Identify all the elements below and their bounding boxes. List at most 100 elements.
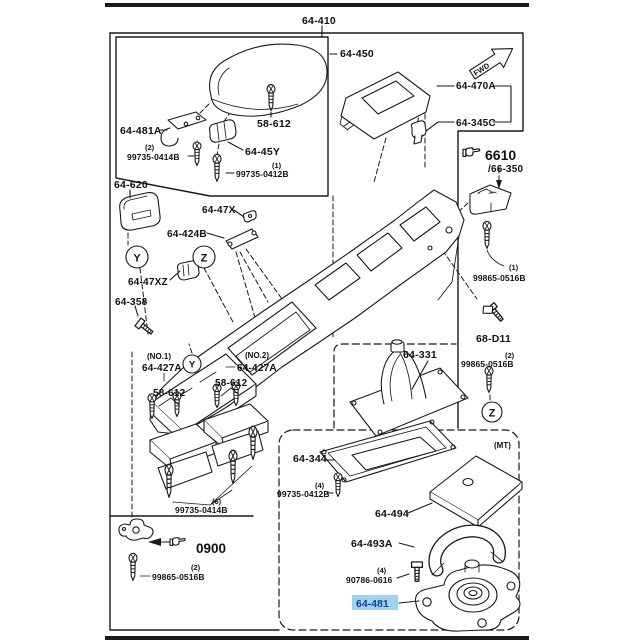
hand-icon [462,147,481,157]
callout-y [182,354,202,374]
qty-label: (4) [315,481,325,490]
part-label-99735-0414B: 99735-0414B [175,505,228,515]
bolt-icon [410,561,424,582]
part-label-99735-0412B: 99735-0412B [277,489,330,499]
leader [206,232,225,239]
leader [398,542,415,548]
callout-letter-y: Y [189,360,196,371]
leader [425,121,455,132]
qty-label: (1) [509,263,519,272]
no1-note: (NO.1) [147,352,171,361]
qty-label: (2) [505,351,515,360]
screw-icon [484,365,494,394]
part-label-64-481[interactable]: 64-481 [356,598,389,610]
clip-part-68-D11 [482,302,507,325]
plate-part-64-344 [319,419,457,483]
hinge-part-64-481A [160,111,207,147]
top-rule [105,3,529,7]
latch-part-64-45Y [208,119,237,143]
pointer-arrow [148,538,161,546]
boot-section-box [333,343,457,429]
leader [398,600,420,604]
leader [134,305,139,317]
part-label-58-612: 58-612 [257,118,291,130]
leader [407,502,433,514]
part-label-99735-0414B: 99735-0414B [127,152,180,162]
part-label-64-427A: 64-427A [142,363,182,374]
part-label-64-358: 64-358 [115,297,148,308]
qty-label: (2) [145,143,155,152]
rail-part-64-424B [225,228,259,250]
part-label-64-424B: 64-424B [167,229,207,240]
part-label-58-612: 58-612 [215,378,248,389]
hook-part-0900 [118,518,154,541]
part-label-64-620: 64-620 [114,179,148,191]
callout-y [125,245,149,269]
armrest-lid [209,43,328,117]
part-label-64-45Y: 64-45Y [245,146,280,158]
part-label-64-470A: 64-470A [456,81,496,92]
qty-label: (2) [191,563,201,572]
boot-part-64-331 [349,339,469,437]
mt-note: (MT) [494,441,511,450]
callout-z [192,245,216,269]
screw-icon [192,141,202,167]
leader-dash [127,232,149,335]
part-label-66-350: /66-350 [488,164,524,175]
screw-icon [212,153,222,183]
hand-icon [169,537,186,546]
leader [220,366,239,397]
qty-label: (4) [377,566,387,575]
fwd-arrow-icon: FWD [469,48,514,80]
leader [227,141,244,151]
tray-part-64-450 [339,71,431,140]
part-label-99735-0412B: 99735-0412B [236,169,289,179]
bracket-64-470A [492,85,512,123]
outer-frame-left [109,32,280,631]
leader [169,270,181,281]
part-label-64-47XZ: 64-47XZ [128,277,168,288]
callout-z [481,401,503,423]
button-part-64-47XZ [176,260,200,281]
qty-label: (6) [212,497,222,506]
leader [486,249,505,267]
bottom-rule [105,636,529,640]
mount-part-64-481 [414,559,521,632]
part-label-64-427A: 64-427A [237,363,277,374]
arrowhead [496,180,502,189]
bolt-icon [134,317,156,338]
part-label-0900: 0900 [196,541,226,556]
highlighted-part-64-481[interactable]: 64-481 [352,595,398,610]
screw-icon [482,220,492,250]
leader [233,209,245,218]
cup-part-64-620 [119,192,161,231]
part-label-58-612: 58-612 [153,388,186,399]
pad-part-64-494 [429,455,523,528]
page-title: 64-410 [302,15,336,27]
leader [411,360,429,390]
leader [396,573,410,579]
screw-icon [333,472,343,498]
part-label-64-450: 64-450 [340,48,374,60]
part-label-64-345C: 64-345C [456,118,496,129]
leader [158,372,180,407]
no2-note: (NO.2) [245,351,269,360]
part-label-99865-0516B: 99865-0516B [473,273,526,283]
cupholder-no2 [203,403,269,467]
qty-label: (1) [272,161,282,170]
part-label-64-47X: 64-47X [202,205,236,216]
part-label-68-D11: 68-D11 [476,333,511,345]
part-label-64-494: 64-494 [375,508,409,520]
part-label-64-493A: 64-493A [351,538,393,550]
leader-dash [203,267,234,323]
callout-letter-z: Z [489,408,496,420]
part-label-64-344: 64-344 [293,453,327,465]
callout-letter-y: Y [133,253,141,265]
part-label-99865-0516B: 99865-0516B [461,359,514,369]
part-label-64-331: 64-331 [403,349,437,361]
screw-icon [228,449,238,485]
switch-part-6610 [469,184,512,215]
clip-part-64-47X [242,210,257,223]
part-label-6610: 6610 [485,147,516,163]
